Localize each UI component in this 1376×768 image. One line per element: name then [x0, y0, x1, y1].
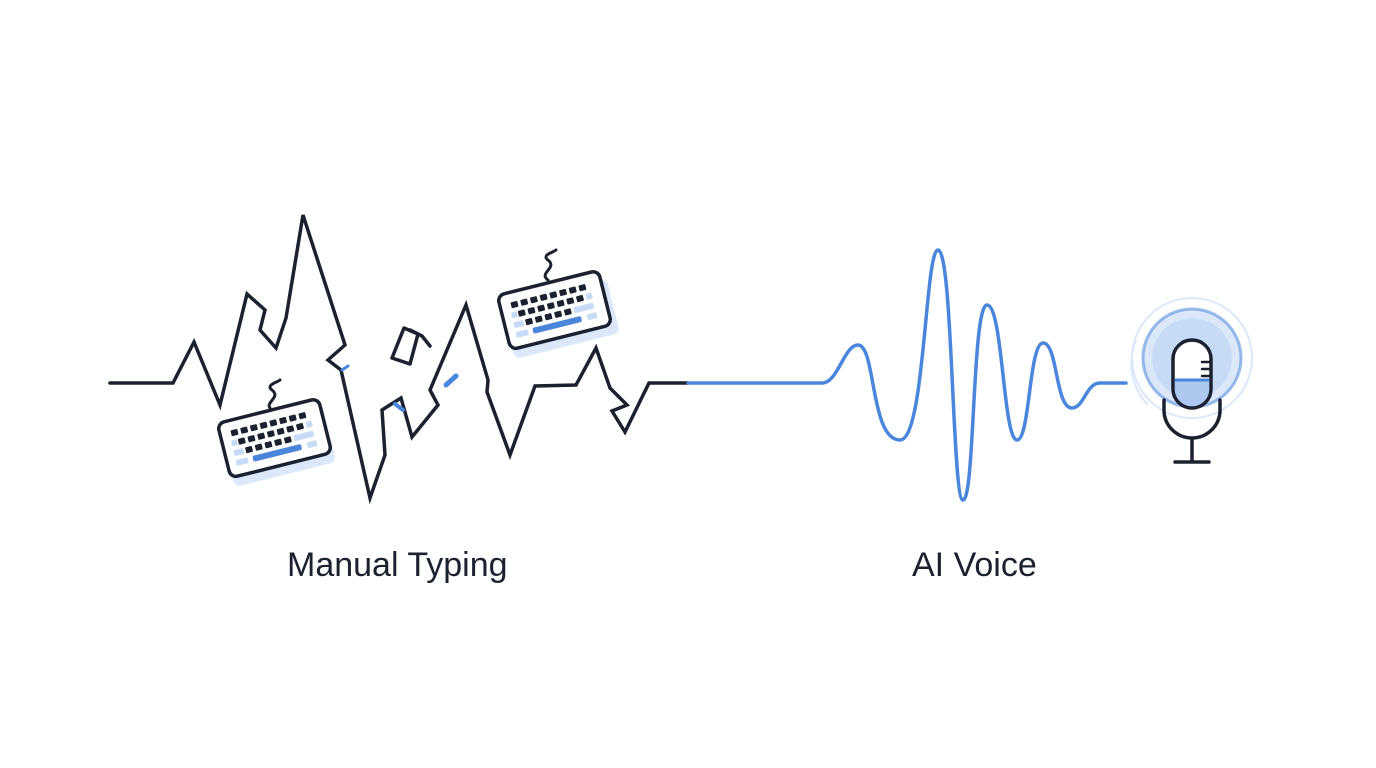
- smooth-waveform: [686, 248, 1128, 502]
- keyboard-cable: [543, 248, 558, 282]
- keyboard-icon: [497, 270, 619, 358]
- ai-voice-label: AI Voice: [912, 546, 1037, 584]
- blue-fragment: [393, 402, 405, 412]
- blue-fragment: [443, 373, 459, 388]
- keyboard-cable: [267, 378, 282, 412]
- blue-fragment: [340, 364, 350, 372]
- broken-fragment: [408, 328, 432, 348]
- microphone-icon: [1130, 297, 1253, 464]
- chaotic-waveform: [108, 214, 690, 505]
- keyboard-icon: [217, 398, 335, 486]
- manual-typing-label: Manual Typing: [287, 546, 508, 584]
